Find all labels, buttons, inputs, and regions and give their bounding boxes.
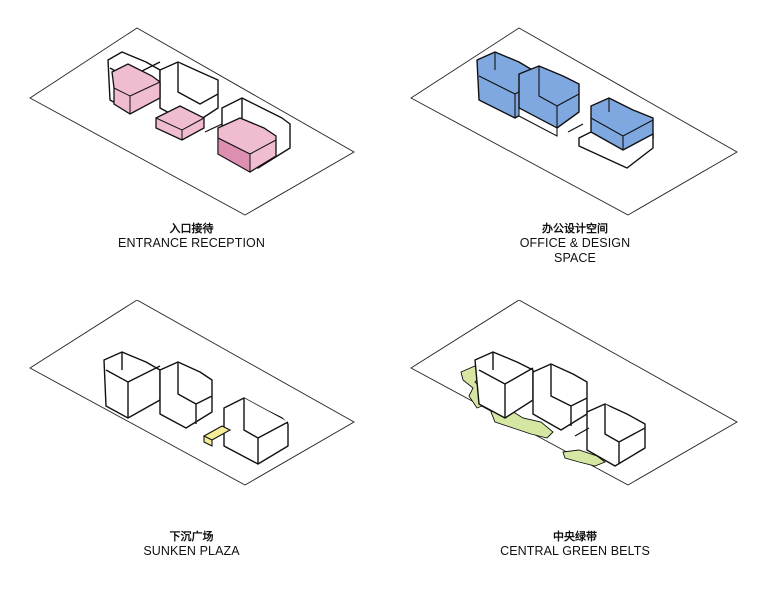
diagram-office-design	[410, 27, 738, 216]
caption-sunken-plaza: 下沉广场 SUNKEN PLAZA	[0, 530, 383, 559]
label-cn: 办公设计空间	[542, 223, 608, 235]
entrance-zone-left	[111, 63, 161, 115]
caption-central-green-belts: 中央绿带 CENTRAL GREEN BELTS	[383, 530, 767, 559]
diagram-central-green-belts	[410, 300, 738, 486]
office-zones	[476, 51, 654, 169]
label-en: CENTRAL GREEN BELTS	[500, 544, 650, 558]
label-cn: 入口接待	[169, 223, 214, 235]
panel-central-green-belts: 中央绿带 CENTRAL GREEN BELTS	[383, 300, 767, 600]
entrance-zones	[111, 63, 277, 173]
label-en: ENTRANCE RECEPTION	[118, 236, 265, 250]
label-en: SUNKEN PLAZA	[143, 544, 240, 558]
building-massing	[474, 351, 646, 467]
caption-entrance-reception: 入口接待 ENTRANCE RECEPTION	[0, 222, 383, 251]
panel-sunken-plaza: 下沉广场 SUNKEN PLAZA	[0, 300, 383, 600]
label-en: OFFICE & DESIGN	[519, 236, 631, 250]
label-cn: 中央绿带	[553, 531, 597, 543]
building-massing	[103, 351, 289, 465]
sunken-plaza-zone	[202, 425, 232, 447]
panel-office-design: 办公设计空间 OFFICE & DESIGN SPACE	[383, 0, 767, 290]
panel-entrance-reception: 入口接待 ENTRANCE RECEPTION	[0, 0, 383, 290]
diagram-entrance-reception	[29, 27, 355, 216]
entrance-zone-middle	[155, 105, 205, 141]
caption-office-design: 办公设计空间 OFFICE & DESIGN SPACE	[383, 222, 767, 266]
label-en-2: SPACE	[554, 251, 596, 265]
label-cn: 下沉广场	[169, 531, 214, 543]
ground-plane	[410, 27, 738, 216]
green-belt-east	[562, 449, 606, 467]
diagram-sunken-plaza	[29, 300, 355, 486]
